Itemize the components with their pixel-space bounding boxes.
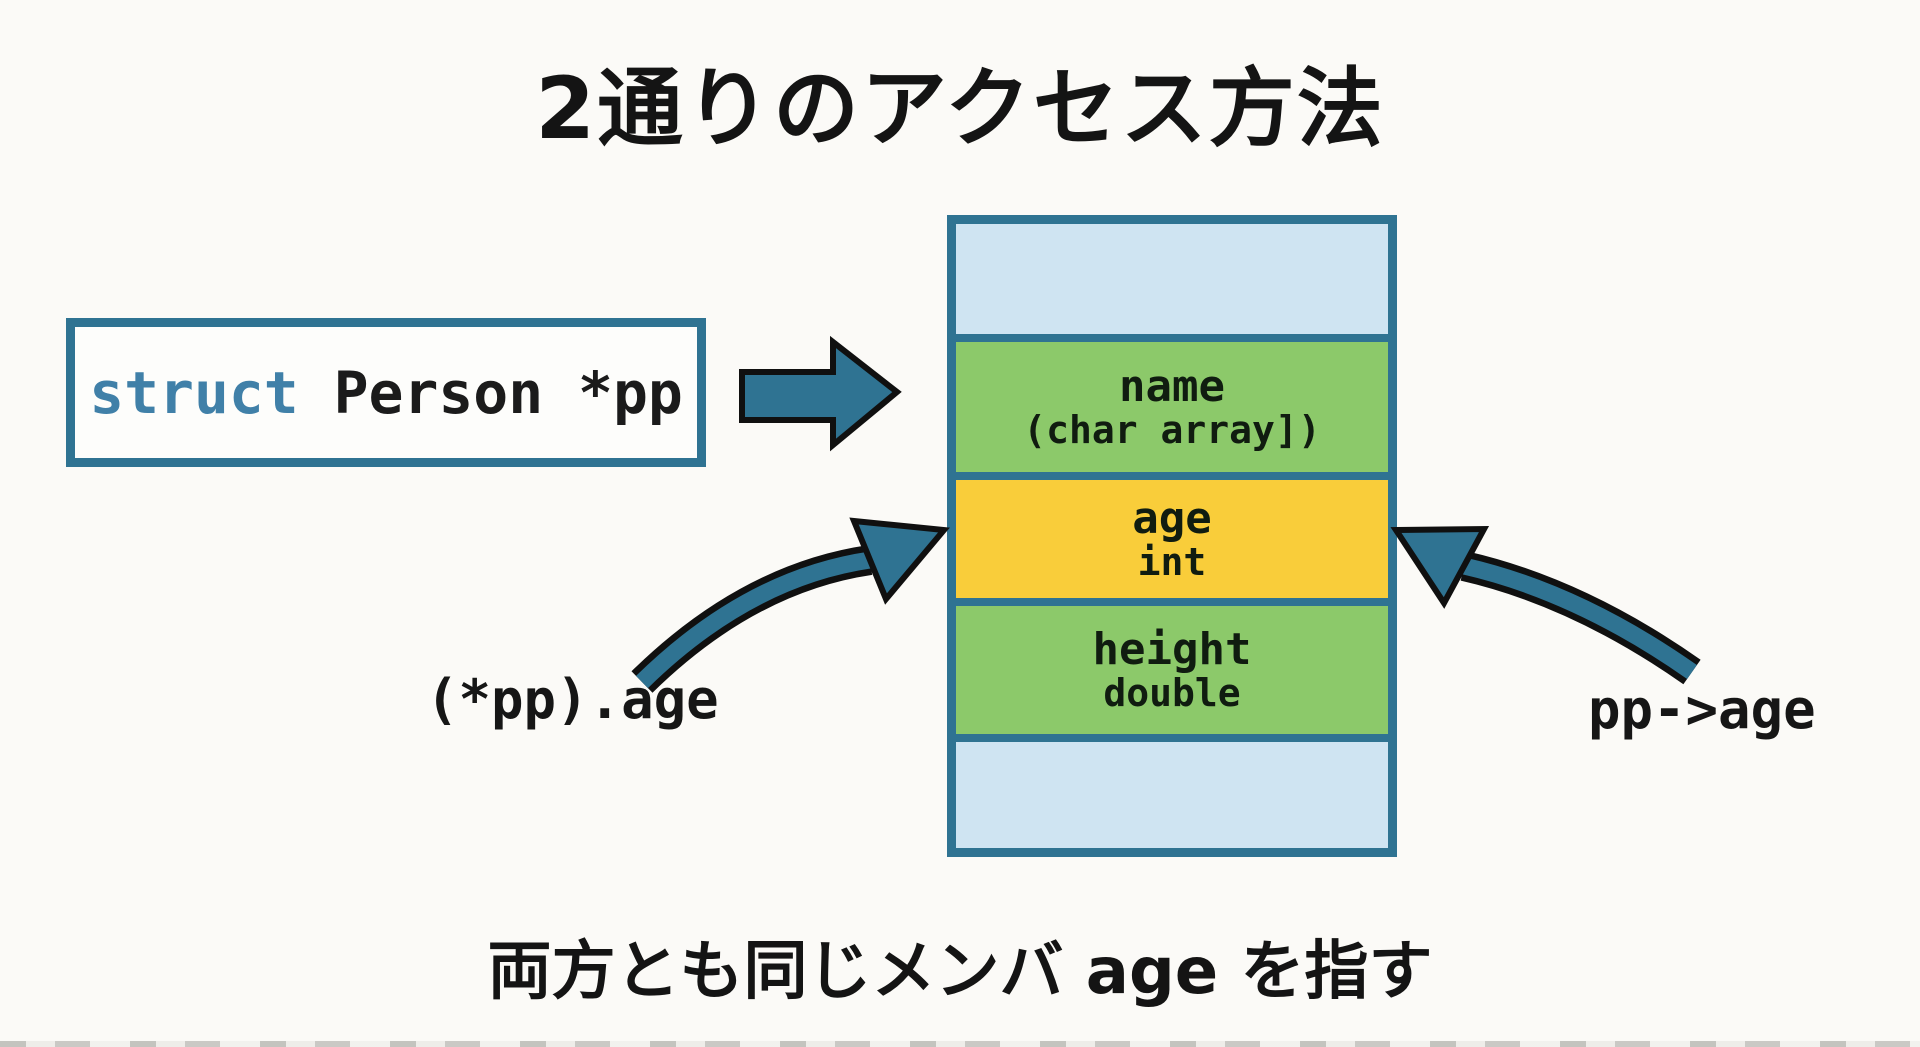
- dereference-dot-label: (*pp).age: [426, 668, 719, 731]
- struct-keyword: struct: [89, 358, 299, 427]
- curved-arrow-right-icon: [1390, 525, 1701, 685]
- cell-member-name: name: [1119, 360, 1225, 412]
- cell-member-name: height: [1092, 623, 1252, 675]
- struct-cell-height: height double: [956, 606, 1388, 734]
- pointer-declaration-box: struct Person *pp: [66, 318, 706, 467]
- declaration-text: Person *pp: [298, 358, 683, 427]
- struct-cell-empty-bottom: [956, 742, 1388, 848]
- struct-cell-empty-top: [956, 224, 1388, 334]
- cell-member-name: age: [1132, 492, 1212, 544]
- cell-member-type: int: [1137, 540, 1207, 585]
- struct-cell-age: age int: [956, 480, 1388, 598]
- struct-memory-diagram: name (char array]) age int height double: [947, 215, 1397, 857]
- arrow-operator-label: pp->age: [1588, 678, 1816, 741]
- bottom-caption: 両方とも同じメンバ age を指す: [487, 935, 1433, 1009]
- cell-member-type: double: [1103, 671, 1241, 716]
- bottom-edge-artifact: [0, 1041, 1920, 1047]
- struct-cell-name: name (char array]): [956, 342, 1388, 472]
- curved-arrow-left-icon: [631, 517, 950, 693]
- block-right-arrow-icon: [739, 335, 902, 452]
- cell-member-type: (char array]): [1023, 408, 1321, 453]
- page-title: 2通りのアクセス方法: [535, 59, 1385, 159]
